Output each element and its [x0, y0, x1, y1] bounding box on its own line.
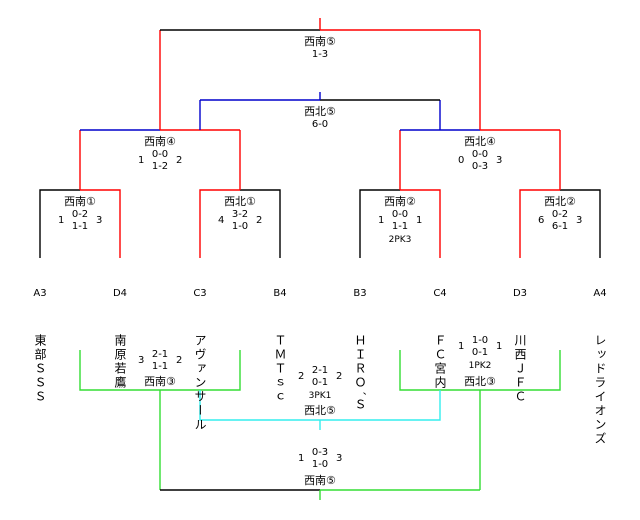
line-c-left-c3 — [160, 350, 241, 391]
line-r1-4-a4 — [560, 189, 601, 258]
total-right-r1-3: 1 — [416, 215, 423, 226]
team-name: レッドライオンズ — [593, 334, 607, 446]
total-left-r1-1: 1 — [58, 215, 65, 226]
half2-qf-right: 0-3 — [471, 161, 489, 172]
total-right-r1-2: 2 — [256, 215, 263, 226]
total-right-qf-right: 3 — [496, 155, 503, 166]
half2-c-right: 0-1 — [471, 347, 489, 358]
team-code: A3 — [33, 288, 47, 299]
total-left-c-final: 1 — [298, 453, 305, 464]
team-code: D4 — [112, 288, 128, 299]
team-name: 南原若鷹 — [113, 334, 127, 390]
team-name: ＴＭＴｓｃ — [273, 334, 287, 404]
half1-qf-left: 0-0 — [151, 149, 169, 160]
line-c-right-c4 — [399, 350, 480, 391]
pk-c-mid: 3PK1 — [308, 391, 332, 401]
half1-qf-right: 0-0 — [471, 149, 489, 160]
match-label-r1-1: 西南① — [64, 195, 96, 208]
total-left-c-left: 3 — [138, 355, 145, 366]
total-left-r1-2: 4 — [218, 215, 225, 226]
half1-c-final: 0-3 — [311, 447, 329, 458]
team-d3: D3 川西ＪＦＣ — [511, 256, 529, 436]
half1-c-right: 1-0 — [471, 335, 489, 346]
team-code: B3 — [353, 288, 367, 299]
half1-r1-2: 3-2 — [231, 209, 249, 220]
total-right-c-left: 2 — [176, 355, 183, 366]
team-name: ＨＩＲＯ´Ｓ — [353, 334, 367, 412]
half1-r1-1: 0-2 — [71, 209, 89, 220]
half2-r1-2: 1-0 — [231, 221, 249, 232]
half1-c-left: 2-1 — [151, 349, 169, 360]
total-left-c-right: 1 — [458, 341, 465, 352]
team-b4: B4 ＴＭＴｓｃ — [271, 256, 289, 436]
line-r1-1-d4 — [80, 189, 121, 258]
team-name: 川西ＪＦＣ — [513, 334, 527, 404]
half1-r1-4: 0-2 — [551, 209, 569, 220]
match-score-semi-top: 6-0 — [311, 119, 329, 130]
half2-c-left: 1-1 — [151, 361, 169, 372]
total-right-c-right: 1 — [496, 341, 503, 352]
line-r1-3-c4 — [400, 189, 441, 258]
total-left-qf-right: 0 — [458, 155, 465, 166]
line-r1-4-d3 — [519, 189, 560, 258]
match-label-r1-2: 西北① — [224, 195, 256, 208]
team-c4: C4 ＦＣ宮内 — [431, 256, 449, 422]
team-name: ＦＣ宮内 — [433, 334, 447, 390]
line-c-right-mid — [320, 390, 441, 421]
total-right-c-mid: 2 — [336, 371, 343, 382]
half2-c-final: 1-0 — [311, 459, 329, 470]
match-label-qf-left: 西南④ — [144, 135, 176, 148]
match-label-r1-3: 西南② — [384, 195, 416, 208]
team-code: C3 — [193, 288, 207, 299]
total-right-r1-4: 3 — [576, 215, 583, 226]
total-left-c-mid: 2 — [298, 371, 305, 382]
match-label-semi-top: 西北⑤ — [304, 105, 336, 118]
line-r1-1-a3 — [39, 189, 80, 258]
team-c3: C3 アヴァンサール — [191, 256, 209, 464]
half2-qf-left: 1-2 — [151, 161, 169, 172]
half2-r1-3: 1-1 — [391, 221, 409, 232]
team-name: アヴァンサール — [193, 334, 207, 432]
pk-r1-3: 2PK3 — [388, 235, 412, 245]
line-c-right-d3 — [480, 350, 561, 391]
match-label-qf-right: 西北④ — [464, 135, 496, 148]
match-label-c-final: 西南⑤ — [304, 474, 336, 487]
line-c-left-mid — [199, 390, 320, 421]
line-r1-3-b3 — [359, 189, 400, 258]
team-b3: B3 ＨＩＲＯ´Ｓ — [351, 256, 369, 444]
total-left-r1-4: 6 — [538, 215, 545, 226]
team-a3: A3 東部ＳＳＳ — [31, 256, 49, 436]
match-label-c-mid: 西北⑤ — [304, 404, 336, 417]
match-label-final-top: 西南⑤ — [304, 35, 336, 48]
half2-r1-4: 6-1 — [551, 221, 569, 232]
total-right-c-final: 3 — [336, 453, 343, 464]
total-left-qf-left: 1 — [138, 155, 145, 166]
half1-c-mid: 2-1 — [311, 365, 329, 376]
half2-r1-1: 1-1 — [71, 221, 89, 232]
line-r1-2-c3 — [199, 189, 240, 258]
match-label-c-left: 西南③ — [144, 375, 176, 388]
half2-c-mid: 0-1 — [311, 377, 329, 388]
total-left-r1-3: 1 — [378, 215, 385, 226]
team-a4: A4 レッドライオンズ — [591, 256, 609, 478]
team-code: C4 — [433, 288, 447, 299]
total-right-qf-left: 2 — [176, 155, 183, 166]
line-r1-2-b4 — [240, 189, 281, 258]
match-label-c-right: 西北③ — [464, 375, 496, 388]
match-score-final-top: 1-3 — [311, 49, 329, 60]
team-code: D3 — [512, 288, 528, 299]
line-c-left-d4 — [79, 350, 160, 391]
team-code: B4 — [273, 288, 287, 299]
team-code: A4 — [593, 288, 607, 299]
pk-c-right: 1PK2 — [468, 361, 492, 371]
half1-r1-3: 0-0 — [391, 209, 409, 220]
match-label-r1-4: 西北② — [544, 195, 576, 208]
total-right-r1-1: 3 — [96, 215, 103, 226]
team-name: 東部ＳＳＳ — [33, 334, 47, 404]
team-d4: D4 南原若鷹 — [111, 256, 129, 422]
